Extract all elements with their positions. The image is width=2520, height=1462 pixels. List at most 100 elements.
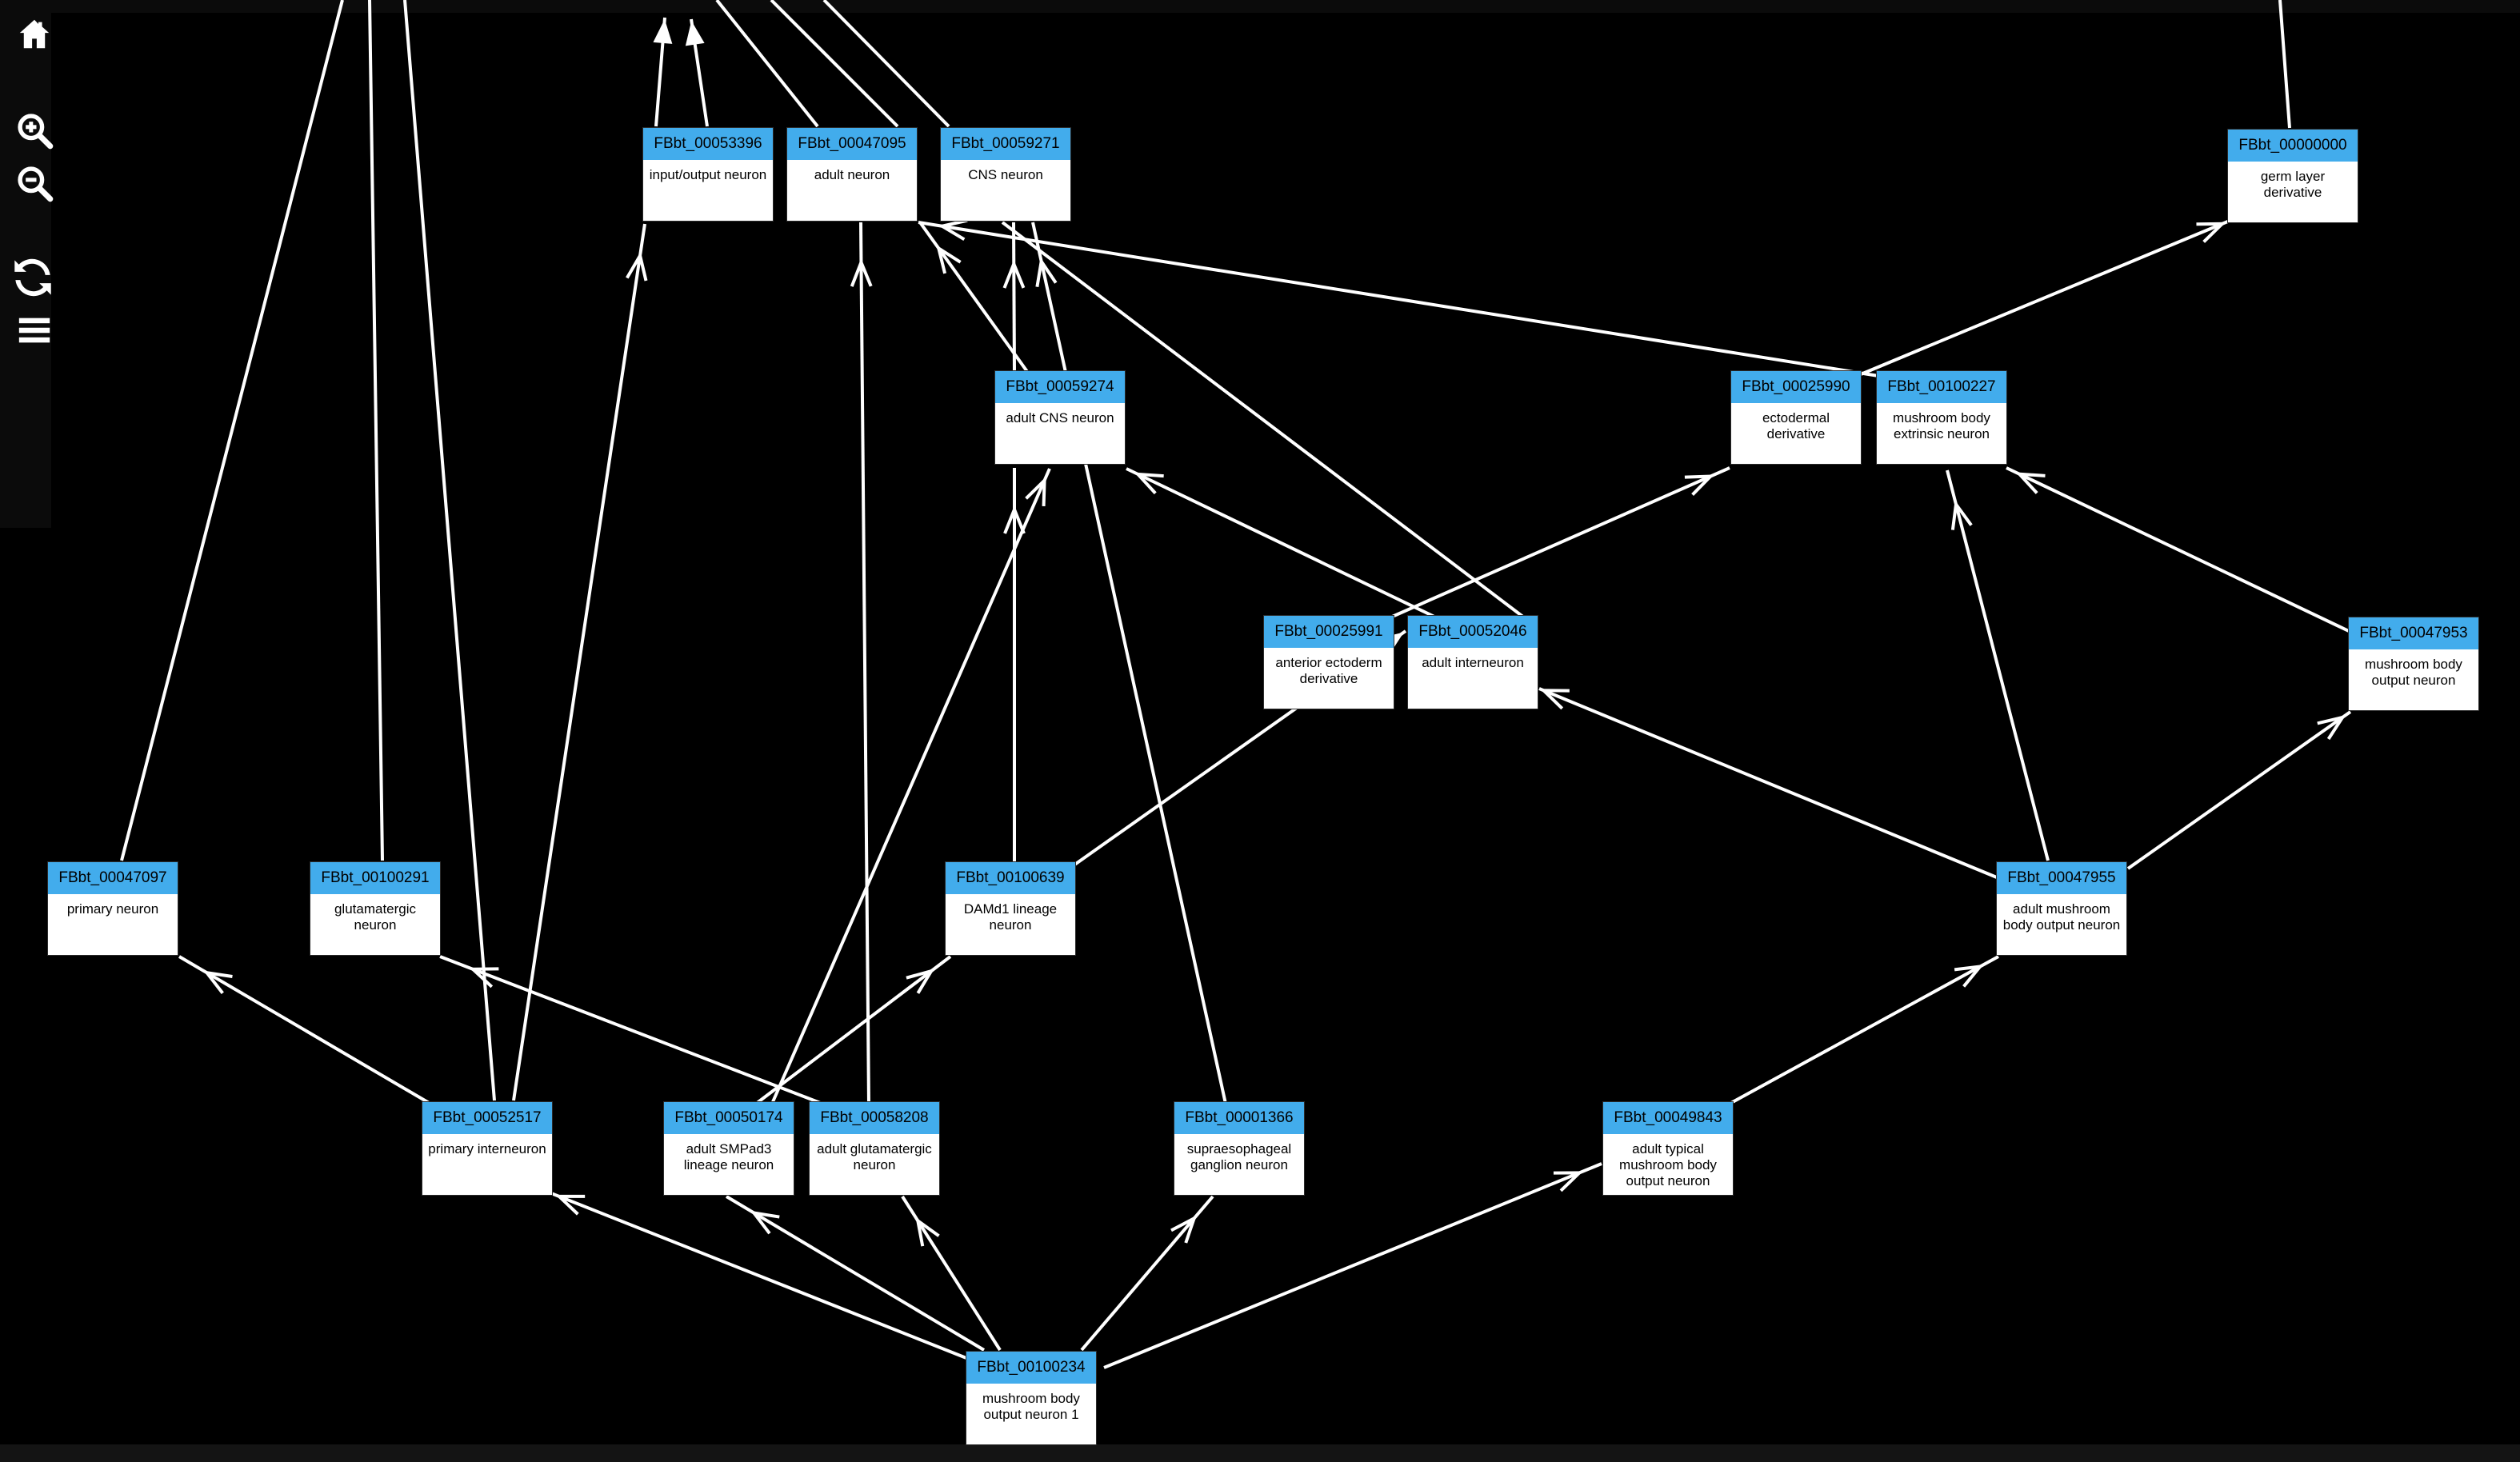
edge-FBbt_00047955-to-FBbt_00052046[interactable]: [1538, 687, 2007, 883]
edge-FBbt_00025990-to-FBbt_00000000[interactable]: [1860, 219, 2230, 376]
node-id: FBbt_00052517: [422, 1102, 552, 1134]
edge-arrowhead: [750, 1210, 780, 1235]
node-label: CNS neuron: [968, 167, 1043, 182]
node-label: adult mushroom body output neuron: [2002, 901, 2121, 933]
node-id: FBbt_00001366: [1174, 1102, 1304, 1134]
menu-button[interactable]: [16, 312, 53, 353]
edge-FBbt_00052517-to-FBbt_00053396[interactable]: [512, 223, 648, 1101]
edge-arrowhead: [1002, 259, 1026, 289]
edge-FBbt_00049843-to-FBbt_00047955[interactable]: [1729, 955, 1999, 1105]
node-id: FBbt_00047095: [787, 128, 917, 160]
edge-arrowhead: [1553, 1171, 1584, 1192]
graph-node-FBbt_00025990[interactable]: FBbt_00025990 ectodermal derivative: [1731, 371, 1861, 464]
edge-FBbt_00047955-to-FBbt_00100227[interactable]: [1946, 469, 2050, 861]
node-label: adult glutamatergic neuron: [817, 1141, 932, 1172]
node-id: FBbt_00025990: [1731, 371, 1861, 403]
edge-FBbt_00001366-to-FBbt_00059271[interactable]: [1031, 222, 1227, 1104]
edge-arrowhead: [2196, 222, 2226, 243]
edge-arrowhead: [2015, 472, 2046, 494]
edge-arrowhead: [1003, 505, 1026, 534]
edge-arrowhead: [1170, 1215, 1198, 1244]
edge-arrowhead: [1539, 689, 1570, 710]
node-label: DAMd1 lineage neuron: [963, 901, 1058, 933]
edge-FBbt_00000000-to-offscreen-top[interactable]: [2278, 0, 2291, 129]
edge-FBbt_00100234-to-FBbt_00058208[interactable]: [901, 1195, 1002, 1352]
edge-FBbt_00059274-to-FBbt_00059271[interactable]: [1002, 222, 1026, 373]
edge-arrowhead: [1134, 472, 1164, 495]
edge-arrowhead: [1684, 474, 1715, 496]
node-label: primary interneuron: [428, 1141, 546, 1156]
node-id: FBbt_00100234: [966, 1352, 1096, 1384]
edge-FBbt_00052517-to-offscreen-top[interactable]: [403, 0, 496, 1101]
node-id: FBbt_00059274: [995, 371, 1125, 403]
edge-FBbt_00025991-to-FBbt_00025990[interactable]: [1390, 466, 1730, 619]
edge-arrowhead: [1035, 257, 1058, 288]
node-id: FBbt_00058208: [810, 1102, 939, 1134]
node-id: FBbt_00050174: [664, 1102, 794, 1134]
edge-FBbt_00059271-to-offscreen-top[interactable]: [822, 0, 950, 128]
edge-FBbt_00047955-to-FBbt_00047953[interactable]: [2126, 710, 2352, 870]
node-id: FBbt_00053396: [643, 128, 773, 160]
edge-FBbt_00047095-to-offscreen-top[interactable]: [715, 0, 819, 128]
edge-FBbt_00047095-to-offscreen-top[interactable]: [770, 0, 899, 128]
edge-FBbt_00100234-to-FBbt_00052517[interactable]: [546, 1190, 975, 1363]
edge-FBbt_00100227-to-FBbt_00047095[interactable]: [918, 218, 1879, 377]
node-label: anterior ectoderm derivative: [1275, 655, 1382, 686]
edge-FBbt_00053396-to-offscreen-top[interactable]: [653, 17, 673, 127]
edge-FBbt_00050174-to-FBbt_00059274[interactable]: [770, 468, 1051, 1104]
node-id: FBbt_00100639: [946, 862, 1075, 894]
node-label: mushroom body output neuron: [2365, 657, 2462, 688]
menu-icon: [18, 318, 50, 343]
edge-arrowhead: [653, 18, 673, 44]
edge-FBbt_00100291-to-offscreen-top[interactable]: [368, 0, 384, 861]
edge-FBbt_00100234-to-FBbt_00001366[interactable]: [1080, 1195, 1214, 1352]
edge-arrowhead: [938, 218, 968, 242]
edge-FBbt_00059274-to-FBbt_00047095[interactable]: [918, 221, 1030, 374]
edge-FBbt_00052517-to-FBbt_00047097[interactable]: [178, 955, 432, 1105]
edge-arrowhead: [626, 251, 648, 282]
edge-FBbt_00100234-to-FBbt_00050174[interactable]: [725, 1195, 986, 1352]
top-edge-strip: [0, 0, 2520, 13]
node-label: ectodermal derivative: [1762, 410, 1830, 441]
edge-FBbt_00047953-to-FBbt_00100227[interactable]: [2006, 466, 2351, 633]
home-button[interactable]: [16, 16, 53, 57]
node-id: FBbt_00047955: [1997, 862, 2126, 894]
edge-FBbt_00100639-to-FBbt_00059274[interactable]: [1003, 468, 1026, 864]
edge-FBbt_00100234-to-FBbt_00049843[interactable]: [1103, 1162, 1602, 1369]
edge-FBbt_00052046-to-FBbt_00059271[interactable]: [1001, 221, 1526, 619]
edge-FBbt_00050174-to-FBbt_00100639[interactable]: [754, 955, 952, 1105]
edge-FBbt_00053396-to-offscreen-top[interactable]: [685, 18, 709, 127]
zoom-out-button[interactable]: [14, 163, 54, 207]
node-id: FBbt_00100227: [1877, 371, 2006, 403]
refresh-icon: [14, 258, 51, 297]
zoom-in-button[interactable]: [14, 110, 54, 154]
edge-FBbt_00047097-to-offscreen-top[interactable]: [120, 0, 344, 861]
edge-FBbt_00058208-to-FBbt_00100291[interactable]: [439, 955, 823, 1105]
edge-FBbt_00052046-to-FBbt_00059274[interactable]: [1126, 467, 1437, 619]
edge-arrowhead: [936, 245, 962, 274]
edge-FBbt_00058208-to-FBbt_00047095[interactable]: [850, 222, 873, 1104]
refresh-button[interactable]: [13, 258, 53, 302]
zoom-in-icon: [18, 114, 54, 150]
